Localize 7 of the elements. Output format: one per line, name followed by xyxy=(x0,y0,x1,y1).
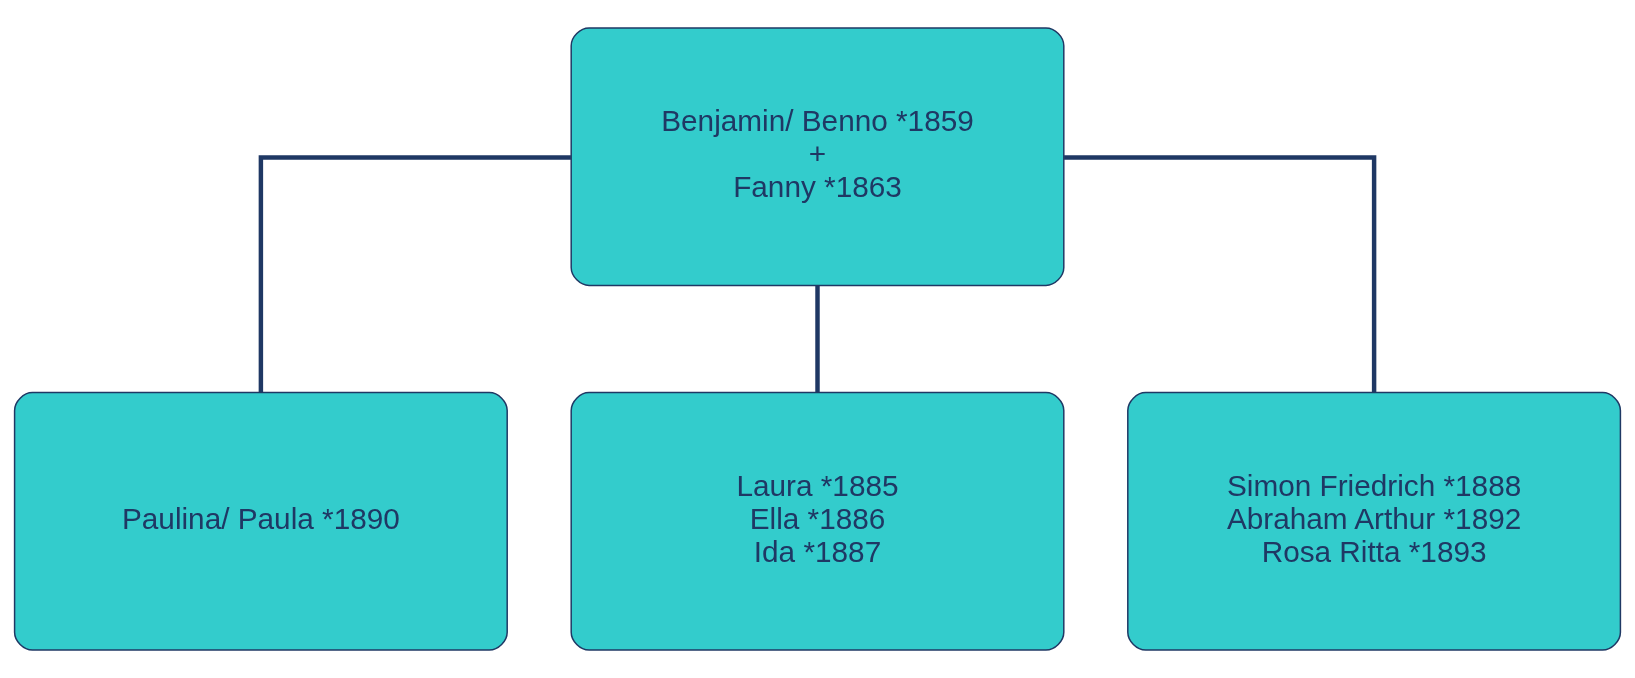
connector xyxy=(258,155,571,393)
connector xyxy=(815,285,820,393)
node-box: Benjamin/ Benno *1859 + Fanny *1863 xyxy=(570,27,1065,287)
node-box: Simon Friedrich *1888 Abraham Arthur *1892 Rosa Ritta *1893 xyxy=(1127,391,1622,651)
node-box: Laura *1885 Ella *1886 Ida *1887 xyxy=(570,391,1065,651)
connector xyxy=(1064,155,1377,393)
node-box: Paulina/ Paula *1890 xyxy=(13,391,508,651)
